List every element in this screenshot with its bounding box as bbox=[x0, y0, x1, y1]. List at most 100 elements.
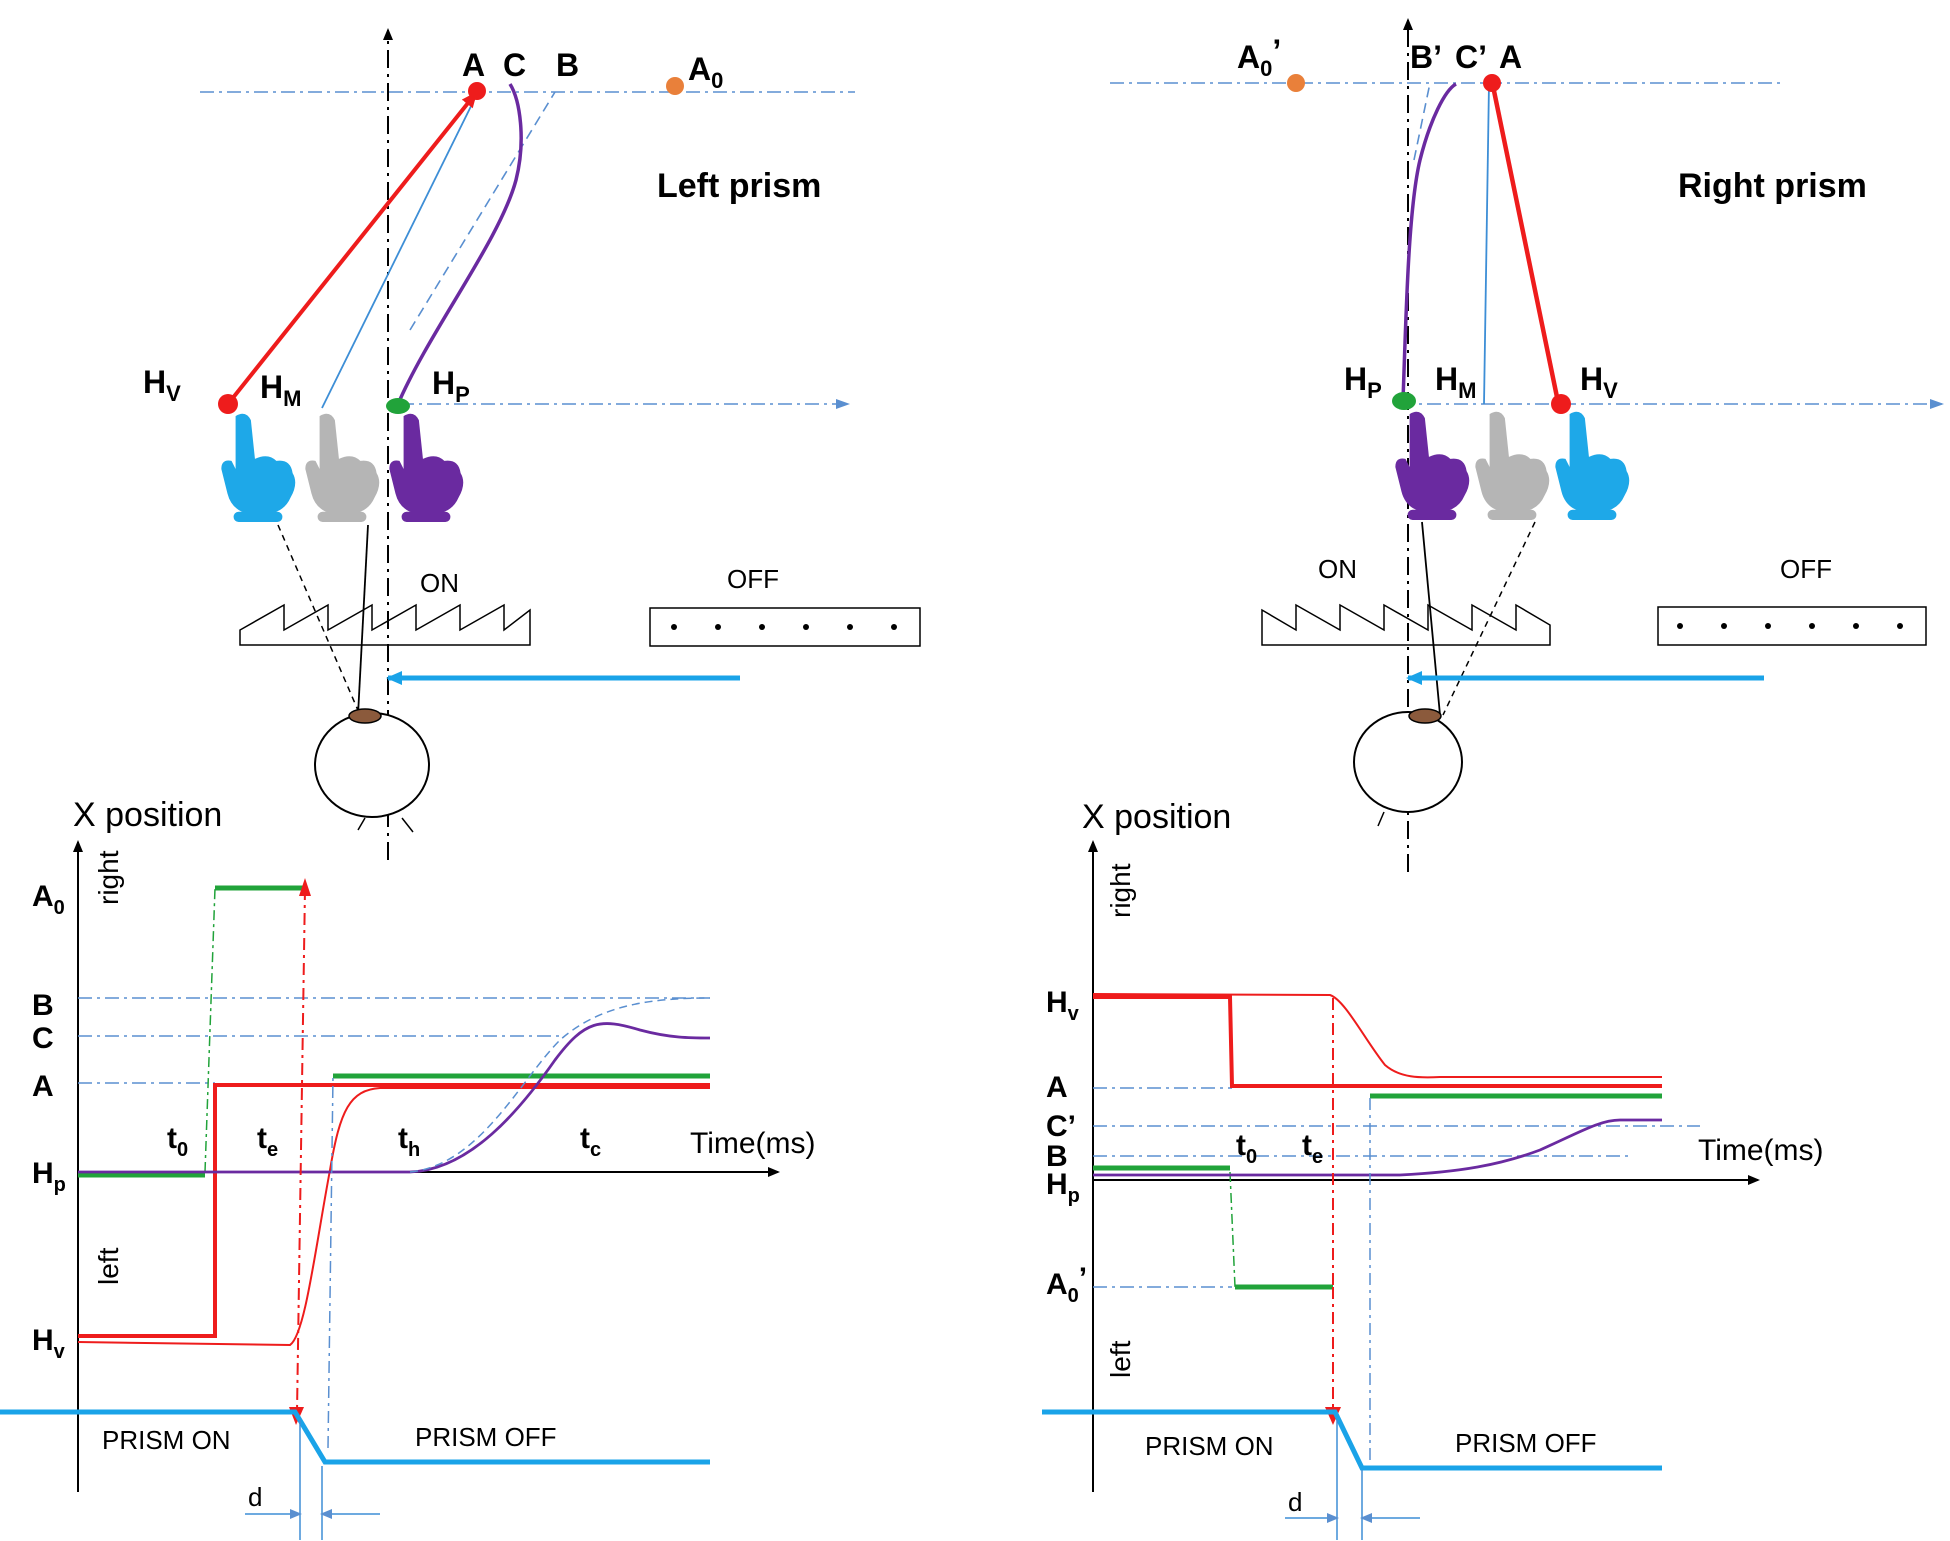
left-point-A0: A0 bbox=[688, 51, 723, 93]
right-label-Hm: HM bbox=[1435, 361, 1476, 403]
right-trace-green bbox=[1093, 1093, 1662, 1290]
right-time-t0: t0 bbox=[1236, 1129, 1257, 1168]
right-prism-status-trace bbox=[1042, 1409, 1662, 1471]
right-point-B: B’ bbox=[1410, 39, 1442, 75]
left-level-C: C bbox=[32, 1022, 54, 1055]
right-prism-off-status: PRISM OFF bbox=[1455, 1428, 1597, 1458]
left-prism-off-dots bbox=[671, 624, 897, 630]
right-point-A: A bbox=[1499, 39, 1522, 75]
right-level-B: B bbox=[1046, 1140, 1068, 1173]
right-trace-green-dashed bbox=[1229, 1171, 1236, 1288]
left-dot-Hp bbox=[386, 398, 410, 414]
left-level-Hv: Hv bbox=[32, 1324, 66, 1363]
right-sight-line-dashed bbox=[1442, 521, 1536, 716]
right-time-te: te bbox=[1302, 1129, 1323, 1168]
left-panel-title: Left prism bbox=[657, 167, 821, 205]
right-level-A0p: A0’ bbox=[1046, 1262, 1087, 1307]
left-delay-label: d bbox=[248, 1482, 262, 1512]
right-trace-proprio-purple bbox=[1093, 1118, 1662, 1177]
left-graph-y-right: right bbox=[93, 850, 124, 905]
left-graph-y-title: X position bbox=[73, 796, 222, 834]
left-sight-line-solid bbox=[357, 524, 369, 716]
right-panel: A0’ B’ C’ A HP HM HV ON OFF bbox=[1042, 18, 1944, 1540]
right-prism-off-label: OFF bbox=[1780, 554, 1832, 584]
left-dashed-to-B bbox=[409, 91, 556, 331]
left-dot-A0 bbox=[666, 77, 684, 95]
left-dot-Hv bbox=[218, 394, 238, 414]
left-hp-trajectory bbox=[396, 83, 523, 405]
left-trace-model-dashed bbox=[409, 997, 711, 1173]
right-hm-trajectory bbox=[1483, 82, 1490, 405]
left-label-Hv: HV bbox=[143, 364, 181, 406]
left-prism-on-status: PRISM ON bbox=[102, 1425, 231, 1455]
left-eye-icon bbox=[314, 708, 430, 833]
right-label-Hv: HV bbox=[1580, 361, 1618, 403]
right-sight-line-solid bbox=[1421, 521, 1441, 716]
right-prism-on-status: PRISM ON bbox=[1145, 1431, 1274, 1461]
left-panel: A C B A0 HV HM HP ON OFF bbox=[0, 28, 921, 1540]
right-finger-purple-icon bbox=[1395, 411, 1470, 520]
right-trace-hand-red bbox=[1092, 993, 1662, 1079]
left-hv-trajectory bbox=[226, 91, 478, 406]
right-point-A0p: A0’ bbox=[1237, 33, 1281, 81]
left-dot-A bbox=[468, 82, 486, 100]
left-prism-on-label: ON bbox=[420, 568, 459, 598]
left-time-t0: t0 bbox=[167, 1122, 188, 1161]
left-label-Hm: HM bbox=[260, 369, 301, 411]
left-trace-visual-red bbox=[78, 1083, 710, 1338]
left-level-A0: A0 bbox=[32, 880, 65, 919]
left-level-B: B bbox=[32, 989, 54, 1022]
right-dot-A0p bbox=[1287, 74, 1305, 92]
left-finger-purple-icon bbox=[389, 413, 464, 522]
right-eye-icon bbox=[1353, 708, 1463, 827]
left-trace-green bbox=[78, 885, 710, 1178]
left-graph-x-title: Time(ms) bbox=[690, 1127, 816, 1160]
right-prism-off-dots bbox=[1677, 623, 1903, 629]
left-level-A: A bbox=[32, 1070, 54, 1103]
left-trace-green-dashed bbox=[204, 887, 216, 1173]
right-delay-label: d bbox=[1288, 1487, 1302, 1517]
right-trace-visual-red bbox=[1093, 995, 1662, 1088]
right-dot-A bbox=[1483, 74, 1501, 92]
left-label-Hp: HP bbox=[432, 365, 470, 407]
left-blue-vertical-dash bbox=[327, 1075, 334, 1449]
right-point-C: C’ bbox=[1455, 39, 1487, 75]
right-graph-y-title: X position bbox=[1082, 798, 1231, 836]
right-prism-on-label: ON bbox=[1318, 554, 1357, 584]
right-prism-off-box bbox=[1657, 606, 1927, 646]
left-point-B: B bbox=[556, 47, 579, 83]
right-level-Hp: Hp bbox=[1046, 1168, 1080, 1207]
left-time-tc: tc bbox=[580, 1122, 601, 1161]
left-time-th: th bbox=[398, 1122, 420, 1161]
right-dot-Hv bbox=[1551, 394, 1571, 414]
right-graph-y-right: right bbox=[1105, 863, 1136, 918]
right-level-A: A bbox=[1046, 1071, 1068, 1104]
left-time-te: te bbox=[257, 1122, 278, 1161]
right-panel-title: Right prism bbox=[1678, 167, 1867, 205]
right-finger-gray-icon bbox=[1475, 411, 1550, 520]
left-prism-status-trace bbox=[0, 1409, 710, 1465]
right-hp-trajectory bbox=[1401, 82, 1458, 401]
left-point-A: A bbox=[462, 47, 485, 83]
right-level-C: C’ bbox=[1046, 1110, 1076, 1143]
right-level-Hv: Hv bbox=[1046, 986, 1080, 1025]
left-level-Hp: Hp bbox=[32, 1157, 66, 1196]
right-label-Hp: HP bbox=[1344, 361, 1382, 403]
left-finger-blue-icon bbox=[221, 413, 296, 522]
right-prism-on-sawtooth bbox=[1261, 603, 1551, 646]
left-trace-proprio-purple bbox=[78, 1022, 711, 1174]
left-prism-on-sawtooth bbox=[239, 603, 531, 646]
left-sight-line-dashed bbox=[277, 524, 361, 716]
left-trace-hand-red bbox=[77, 1087, 710, 1347]
left-point-C: C bbox=[503, 47, 526, 83]
left-finger-gray-icon bbox=[305, 413, 380, 522]
left-prism-off-label: OFF bbox=[727, 564, 779, 594]
right-graph-x-title: Time(ms) bbox=[1698, 1134, 1824, 1167]
left-prism-off-status: PRISM OFF bbox=[415, 1422, 557, 1452]
left-prism-off-box bbox=[649, 607, 921, 647]
left-graph-y-left: left bbox=[93, 1247, 124, 1285]
left-red-vertical-arrow bbox=[296, 887, 306, 1413]
left-hm-trajectory bbox=[321, 91, 479, 409]
right-finger-blue-icon bbox=[1555, 411, 1630, 520]
